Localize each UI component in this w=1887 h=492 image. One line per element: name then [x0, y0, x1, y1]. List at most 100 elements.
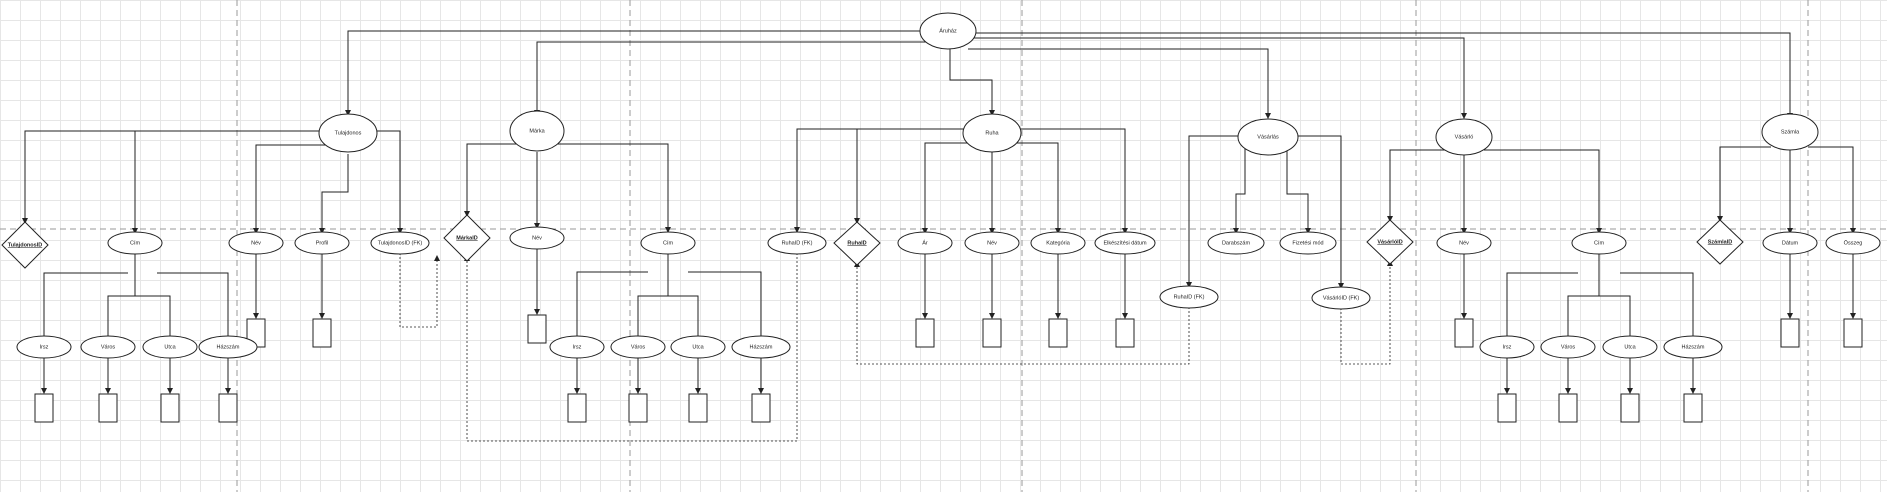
label-szamla-osszeg: Összeg — [1844, 239, 1863, 246]
attr-marka-hazszam — [731, 335, 791, 359]
label-tul-hazszam: Házszám — [217, 344, 240, 350]
value-box — [1454, 318, 1474, 348]
label-marka-nev: Név — [532, 235, 542, 241]
attr-tul-nev — [228, 231, 284, 255]
value-box — [1115, 318, 1135, 348]
label-vas-irsz: Irsz — [1503, 344, 1512, 350]
label-root: Áruház — [939, 27, 957, 34]
value-box — [1780, 318, 1800, 348]
attr-marka-irsz — [549, 335, 605, 359]
label-szamlaid: SzámlaID — [1708, 239, 1732, 245]
attr-tul-hazszam — [198, 335, 258, 359]
attr-vas-darabszam — [1207, 231, 1265, 255]
value-box — [1558, 393, 1578, 423]
label-vasarloid: VásárlóID — [1377, 239, 1402, 245]
attr-ruha-ar — [897, 231, 953, 255]
attr-vasarlo-irsz — [1479, 335, 1535, 359]
label-markaid: MárkaID — [456, 235, 477, 241]
attr-marka-utca — [670, 335, 726, 359]
label-ruhaid-fk-marka: RuhaID (FK) — [782, 240, 813, 246]
value-box — [312, 318, 332, 348]
attr-tul-fk — [370, 231, 430, 255]
attr-ruha-datum — [1094, 231, 1156, 255]
label-tul-fk: TulajdonosID (FK) — [378, 240, 423, 246]
attr-szamla-osszeg — [1825, 231, 1881, 255]
label-tul-cim: Cím — [130, 240, 141, 246]
label-ruha-ar: Ár — [922, 239, 928, 246]
label-vas-cim: Cím — [1594, 240, 1605, 246]
attr-vasarlo-nev — [1436, 231, 1492, 255]
attr-tul-cim — [107, 231, 163, 255]
value-box — [160, 393, 180, 423]
label-tul-utca: Utca — [164, 344, 176, 350]
attr-ruhaid-fk-marka — [767, 231, 827, 255]
value-box — [218, 393, 238, 423]
label-vas-varos: Város — [1561, 344, 1576, 350]
attr-tul-varos — [80, 335, 136, 359]
value-box — [34, 393, 54, 423]
label-vas-hazszam: Házszám — [1682, 344, 1705, 350]
entity-tulajdonos — [318, 113, 378, 153]
ellipses — [16, 12, 1881, 359]
key-vasarloid — [1366, 219, 1414, 265]
attr-marka-cim — [640, 231, 696, 255]
labels: Áruház Tulajdonos Márka Ruha Vásárlás Vá… — [8, 27, 1863, 350]
attr-vas-fizetesi — [1279, 231, 1337, 255]
value-box — [628, 393, 648, 423]
value-box — [751, 393, 771, 423]
label-marka-utca: Utca — [692, 344, 704, 350]
attr-vas-ruhaid-fk — [1159, 285, 1219, 309]
value-box — [1843, 318, 1863, 348]
value-box — [688, 393, 708, 423]
entity-szamla — [1761, 113, 1819, 151]
attr-ruha-kategoria — [1030, 231, 1086, 255]
attr-vasarlo-utca — [1602, 335, 1658, 359]
label-marka-hazszam: Házszám — [750, 344, 773, 350]
key-tulajdonosid — [1, 221, 49, 269]
label-ruhaid-fk: RuhaID (FK) — [1174, 294, 1205, 300]
attr-tul-irsz — [16, 335, 72, 359]
label-vas-utca: Utca — [1624, 344, 1636, 350]
attr-marka-varos — [610, 335, 666, 359]
label-ruhaid: RuhaID — [847, 240, 866, 246]
value-box — [527, 314, 547, 344]
foreign-key-links — [399, 253, 1391, 442]
label-tul-nev: Név — [251, 240, 261, 246]
key-diamonds — [1, 214, 1744, 269]
attr-tul-utca — [142, 335, 198, 359]
attr-szamla-datum — [1762, 231, 1818, 255]
label-marka-varos: Város — [631, 344, 646, 350]
label-szamla-datum: Dátum — [1782, 240, 1799, 246]
value-box — [1620, 393, 1640, 423]
attr-vasarlo-hazszam — [1663, 335, 1723, 359]
entity-vasarlo — [1435, 118, 1493, 156]
label-vas-fizetesi: Fizetési mód — [1292, 240, 1323, 246]
value-box — [1497, 393, 1517, 423]
label-marka-irsz: Irsz — [573, 344, 582, 350]
value-box — [1048, 318, 1068, 348]
connectors — [24, 30, 1854, 392]
label-ruha-kategoria: Kategória — [1046, 240, 1070, 246]
value-box — [1683, 393, 1703, 423]
label-vasarlas: Vásárlás — [1257, 134, 1279, 140]
value-box — [567, 393, 587, 423]
attr-ruha-nev — [964, 231, 1020, 255]
label-ruha-nev: Név — [987, 240, 997, 246]
attr-vas-vasarloid-fk — [1311, 286, 1371, 310]
label-ruha: Ruha — [985, 130, 999, 136]
label-tul-irsz: Irsz — [40, 344, 49, 350]
attr-vasarlo-varos — [1540, 335, 1596, 359]
label-tulajdonosid: TulajdonosID — [8, 242, 42, 248]
label-tul-varos: Város — [101, 344, 116, 350]
value-box — [982, 318, 1002, 348]
key-markaid — [443, 214, 491, 262]
attr-vasarlo-cim — [1571, 231, 1627, 255]
attr-tul-profil — [294, 231, 350, 255]
attr-marka-nev — [509, 226, 565, 250]
label-marka: Márka — [529, 128, 545, 134]
key-ruhaid — [833, 221, 881, 266]
value-box — [98, 393, 118, 423]
label-szamla: Számla — [1781, 129, 1800, 135]
value-box — [915, 318, 935, 348]
